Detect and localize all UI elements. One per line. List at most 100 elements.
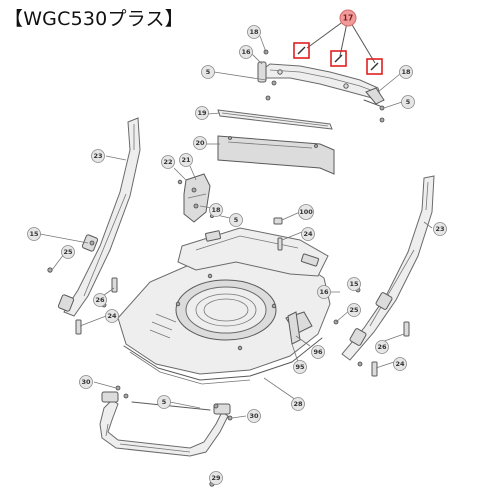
callout-bubble[interactable] <box>79 375 93 389</box>
callout-label: 16 <box>319 288 329 296</box>
callout-bubble[interactable] <box>247 25 261 39</box>
callout-bubble[interactable] <box>229 213 243 227</box>
callout-16[interactable]: 16 <box>239 45 253 59</box>
callout-bubble[interactable] <box>293 360 307 374</box>
callout-18[interactable]: 18 <box>209 203 223 217</box>
callout-bubble[interactable] <box>209 203 223 217</box>
callout-label: 100 <box>299 208 313 216</box>
callout-28[interactable]: 28 <box>291 397 305 411</box>
callout-5[interactable]: 5 <box>229 213 243 227</box>
callout-bubble[interactable] <box>399 65 413 79</box>
left-handle-pipe <box>57 117 141 317</box>
callout-100[interactable]: 100 <box>298 204 314 220</box>
callout-label: 18 <box>249 28 259 36</box>
callout-bubble[interactable] <box>93 293 107 307</box>
callout-label: 95 <box>295 363 305 371</box>
callout-bubble[interactable] <box>311 345 325 359</box>
callout-label: 23 <box>93 152 102 160</box>
callout-bubble[interactable] <box>433 222 447 236</box>
right-handle-pipe <box>341 175 435 361</box>
callout-bubble[interactable] <box>161 155 175 169</box>
callout-bubble[interactable] <box>61 245 75 259</box>
height-bracket <box>177 173 214 223</box>
callout-24[interactable]: 24 <box>301 227 315 241</box>
callout-label: 24 <box>303 230 313 238</box>
callout-label: 96 <box>313 348 323 356</box>
callout-bubble[interactable] <box>27 227 41 241</box>
callout-label: 26 <box>377 343 387 351</box>
callout-20[interactable]: 20 <box>193 136 207 150</box>
callout-bubble[interactable] <box>239 45 253 59</box>
callout-bubble[interactable] <box>247 409 261 423</box>
callout-bubble[interactable] <box>393 357 407 371</box>
callout-30[interactable]: 30 <box>247 409 261 423</box>
callout-30[interactable]: 30 <box>79 375 93 389</box>
callout-bubble[interactable] <box>195 106 209 120</box>
callout-95[interactable]: 95 <box>293 360 307 374</box>
callout-label: 20 <box>195 139 205 147</box>
callout-label: 30 <box>81 378 91 386</box>
leader-lines <box>39 35 433 485</box>
callout-24[interactable]: 24 <box>393 357 407 371</box>
callout-label: 23 <box>435 225 444 233</box>
callout-bubble[interactable] <box>347 277 361 291</box>
highlight-box-2[interactable] <box>330 50 347 67</box>
highlight-callout-bubble[interactable] <box>339 9 357 27</box>
callout-16[interactable]: 16 <box>317 285 331 299</box>
callout-5[interactable]: 5 <box>401 95 415 109</box>
callout-25[interactable]: 25 <box>61 245 75 259</box>
callout-bubble[interactable] <box>347 303 361 317</box>
callout-label: 26 <box>95 296 105 304</box>
callout-15[interactable]: 15 <box>27 227 41 241</box>
callout-18[interactable]: 18 <box>247 25 261 39</box>
highlight-box-3[interactable] <box>366 58 383 75</box>
callout-bubble[interactable] <box>317 285 331 299</box>
callout-bubble[interactable] <box>193 136 207 150</box>
callout-5[interactable]: 5 <box>157 395 171 409</box>
callout-bubble[interactable] <box>201 65 215 79</box>
callout-label: 22 <box>163 158 172 166</box>
callout-18[interactable]: 18 <box>399 65 413 79</box>
diagram-title: 【WGC530プラス】 <box>4 8 184 30</box>
callout-label: 28 <box>293 400 303 408</box>
callout-29[interactable]: 29 <box>209 471 223 485</box>
callout-19[interactable]: 19 <box>195 106 209 120</box>
callout-bubble[interactable] <box>291 397 305 411</box>
callout-label: 18 <box>211 206 221 214</box>
callout-label: 16 <box>241 48 251 56</box>
callout-23[interactable]: 23 <box>433 222 447 236</box>
callout-label: 15 <box>349 280 359 288</box>
callout-bubble[interactable] <box>179 153 193 167</box>
callout-label: 5 <box>406 98 411 106</box>
callout-bubble[interactable] <box>375 340 389 354</box>
callout-bubble[interactable] <box>105 309 119 323</box>
callout-label: 29 <box>211 474 221 482</box>
callout-21[interactable]: 21 <box>179 153 193 167</box>
highlight-part-17: 17 <box>293 9 383 75</box>
callout-26[interactable]: 26 <box>375 340 389 354</box>
callout-bubble[interactable] <box>91 149 105 163</box>
callout-22[interactable]: 22 <box>161 155 175 169</box>
callout-bubble[interactable] <box>298 204 314 220</box>
callout-96[interactable]: 96 <box>311 345 325 359</box>
callout-26[interactable]: 26 <box>93 293 107 307</box>
callout-25[interactable]: 25 <box>347 303 361 317</box>
callout-label: 24 <box>395 360 405 368</box>
callout-15[interactable]: 15 <box>347 277 361 291</box>
callout-bubble[interactable] <box>157 395 171 409</box>
mower-deck <box>117 227 331 385</box>
callout-label: 19 <box>197 109 207 117</box>
callout-bubble[interactable] <box>209 471 223 485</box>
callout-label: 15 <box>29 230 39 238</box>
highlight-box-1[interactable] <box>293 42 310 59</box>
callout-5[interactable]: 5 <box>201 65 215 79</box>
callout-24[interactable]: 24 <box>105 309 119 323</box>
callout-23[interactable]: 23 <box>91 149 105 163</box>
callout-label: 5 <box>162 398 167 406</box>
callout-label: 18 <box>401 68 411 76</box>
callout-bubble[interactable] <box>301 227 315 241</box>
flap-plate <box>217 135 335 175</box>
callout-bubble[interactable] <box>401 95 415 109</box>
cross-bar <box>217 109 333 130</box>
